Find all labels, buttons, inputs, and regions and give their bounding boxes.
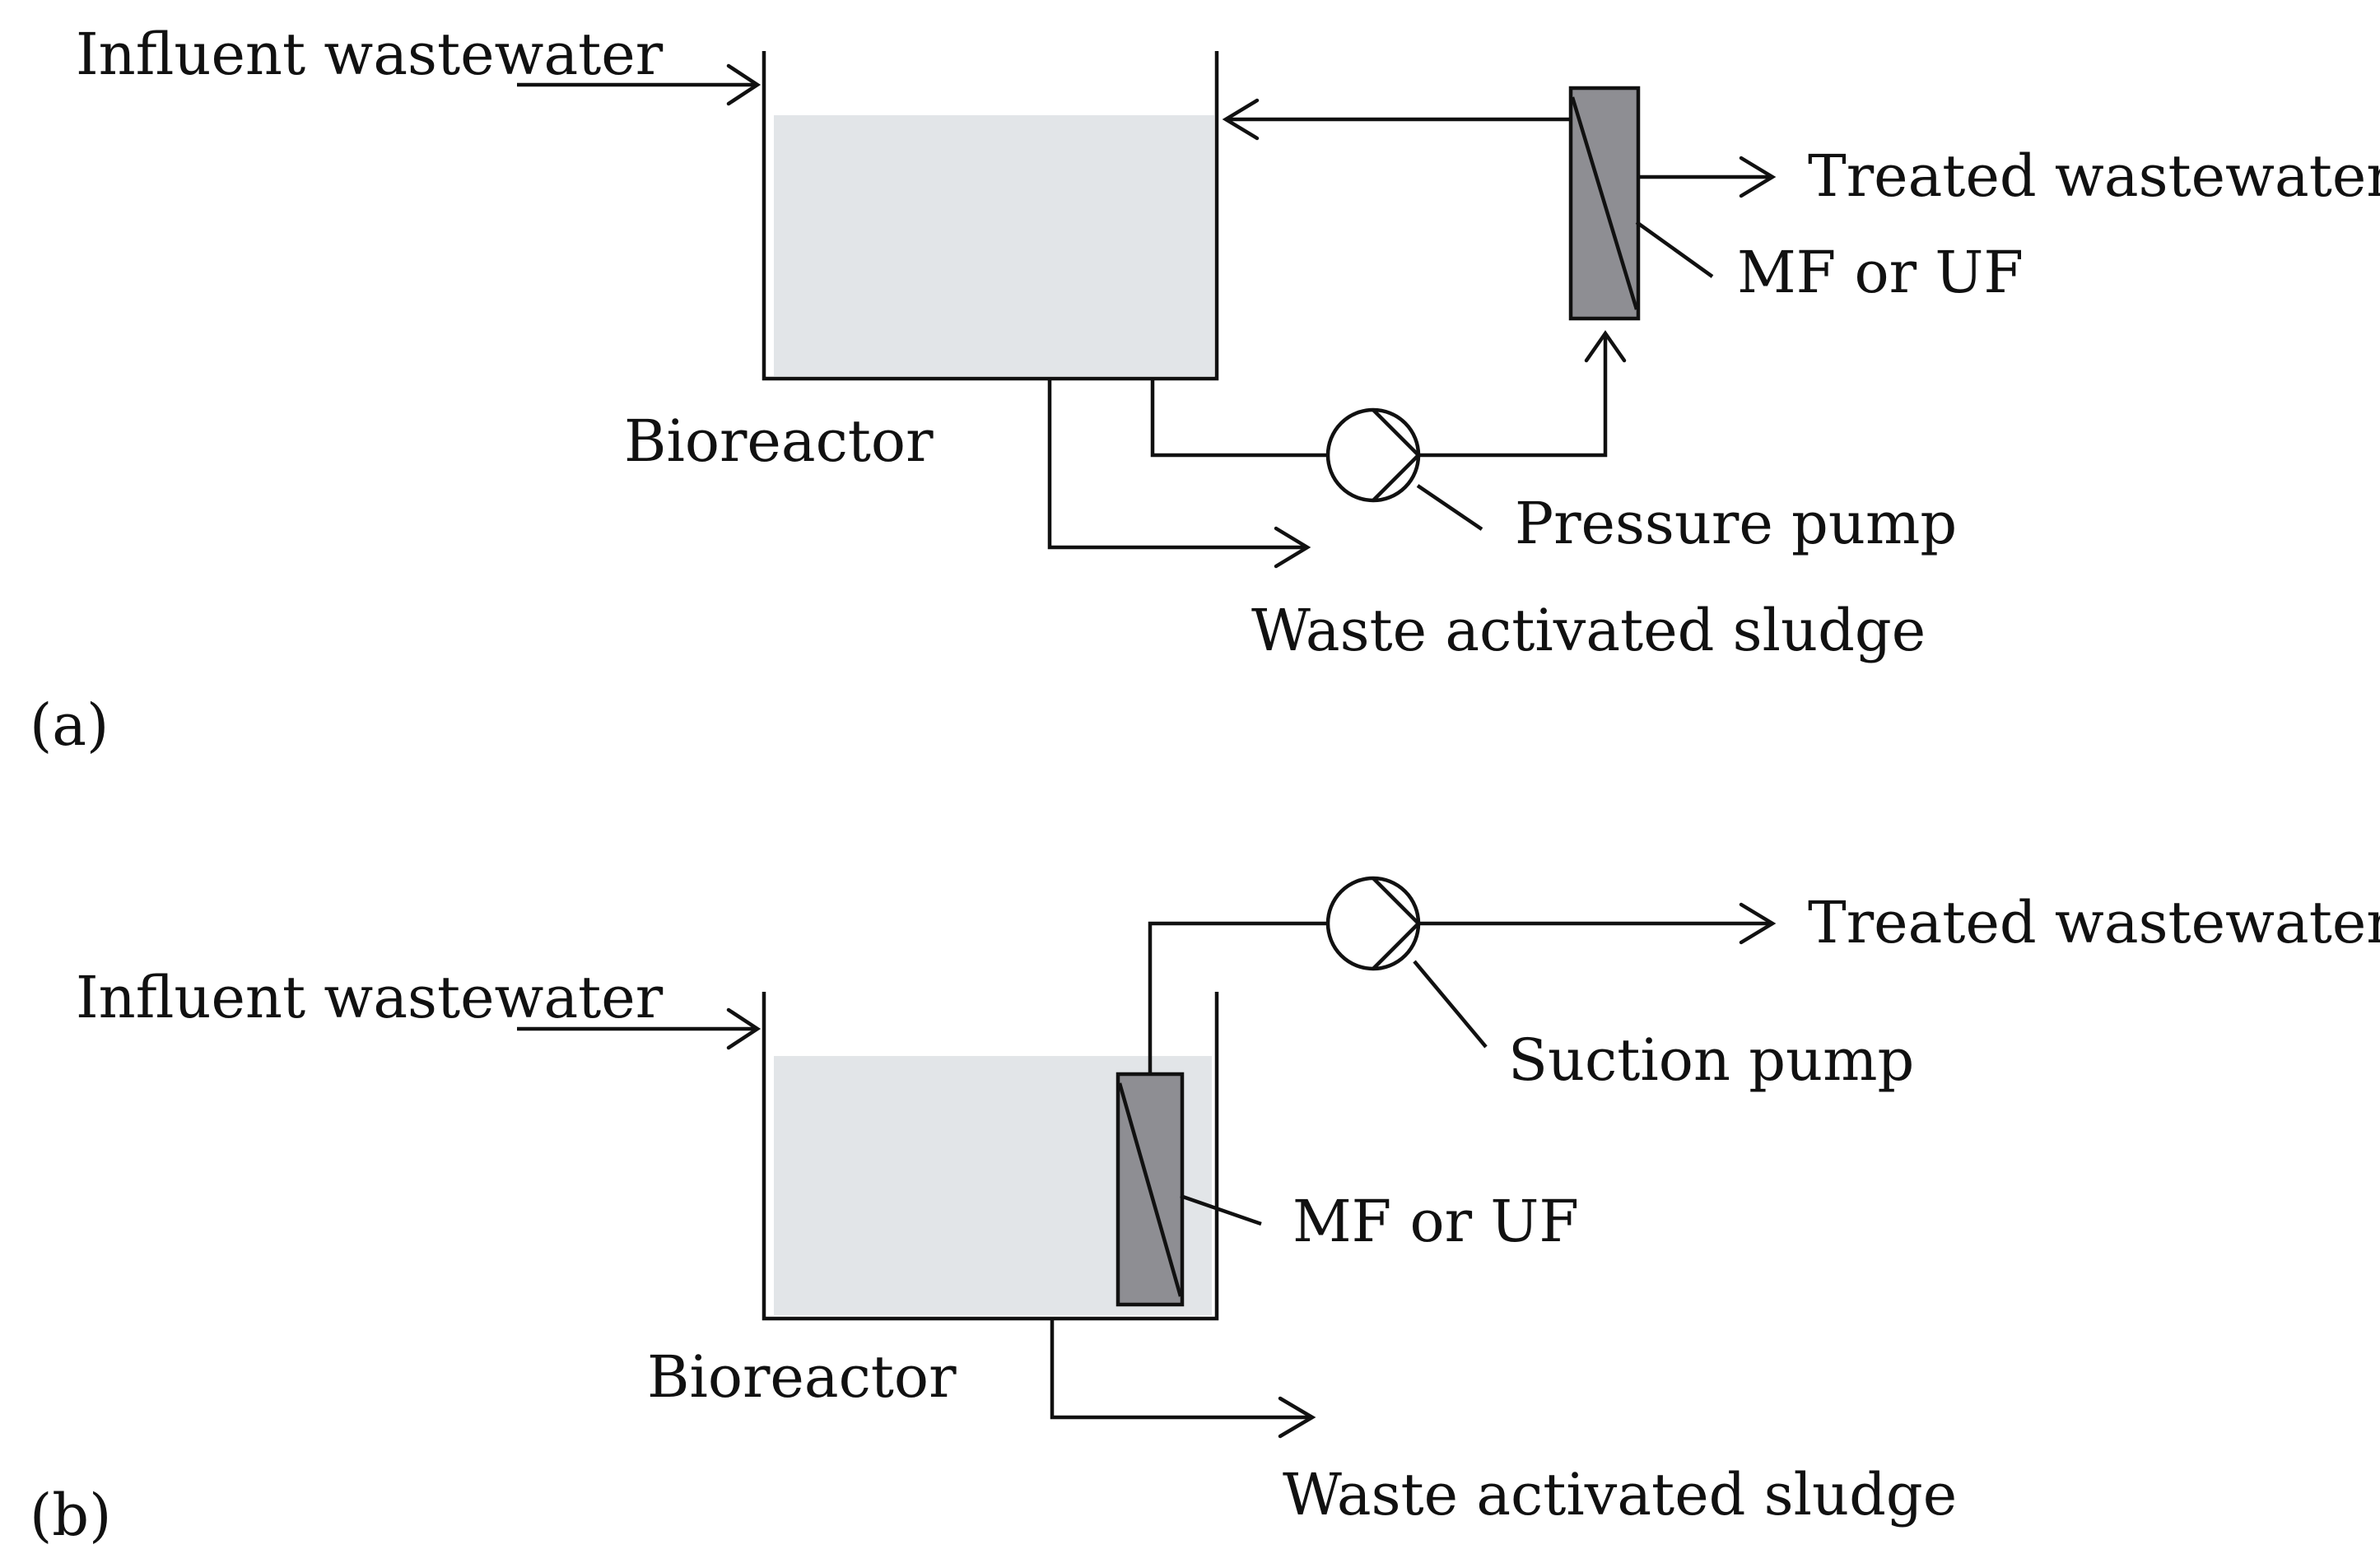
membrane-leader-a — [1635, 221, 1714, 278]
panel-b: Influent wastewater Bioreactor Treated w… — [30, 876, 2380, 1549]
waste-sludge-arrowhead-b — [1278, 1396, 1316, 1439]
influent-arrowhead-b — [726, 1007, 762, 1050]
panel-tag-a: (a) — [30, 691, 109, 759]
waste-label-a: Waste activated sludge — [1251, 597, 1926, 664]
treated-label-b: Treated wastewater — [1808, 889, 2380, 956]
pump-label-b: Suction pump — [1508, 1026, 1914, 1094]
bioreactor-tank-b — [762, 992, 1219, 1321]
permeate-line-b — [1148, 921, 1328, 1074]
bioreactor-tank-a — [762, 51, 1219, 381]
panel-tag-b: (b) — [30, 1482, 111, 1549]
membrane-label-b: MF or UF — [1292, 1188, 1579, 1255]
pump-leader-a — [1416, 484, 1483, 531]
membrane-leader-b — [1180, 1193, 1262, 1226]
treated-arrowhead-b — [1739, 902, 1777, 945]
pump-leader-b — [1413, 960, 1488, 1049]
waste-label-b: Waste activated sludge — [1283, 1461, 1957, 1528]
panel-a: Influent wastewater Bioreactor Treated w… — [30, 21, 2380, 759]
treated-label-a: Treated wastewater — [1808, 142, 2380, 210]
bioreactor-liquid-a — [774, 115, 1214, 376]
pressure-pump-a — [1325, 407, 1421, 503]
pump-discharge-line-a — [1418, 335, 1608, 458]
membrane-diagonal-a — [1570, 96, 1639, 310]
bioreactor-label-b: Bioreactor — [647, 1343, 957, 1411]
pump-feed-line-a — [1150, 379, 1328, 458]
pump-discharge-arrowhead-a — [1584, 330, 1627, 363]
pump-symbol-a — [1372, 408, 1422, 502]
waste-sludge-line-b — [1050, 1319, 1311, 1420]
bioreactor-label-a: Bioreactor — [624, 407, 934, 475]
pump-label-a: Pressure pump — [1515, 490, 1957, 557]
permeate-arrowhead-a — [1739, 156, 1777, 198]
waste-sludge-arrowhead-a — [1274, 526, 1311, 569]
influent-label-a: Influent wastewater — [76, 21, 664, 88]
suction-pump-b — [1325, 876, 1421, 971]
influent-arrowhead-a — [726, 63, 762, 106]
influent-label-b: Influent wastewater — [76, 964, 664, 1031]
recycle-arrowhead-a — [1222, 98, 1260, 141]
membrane-diagonal-b — [1117, 1082, 1183, 1297]
waste-sludge-line-a — [1047, 379, 1305, 550]
membrane-label-a: MF or UF — [1737, 239, 2024, 306]
